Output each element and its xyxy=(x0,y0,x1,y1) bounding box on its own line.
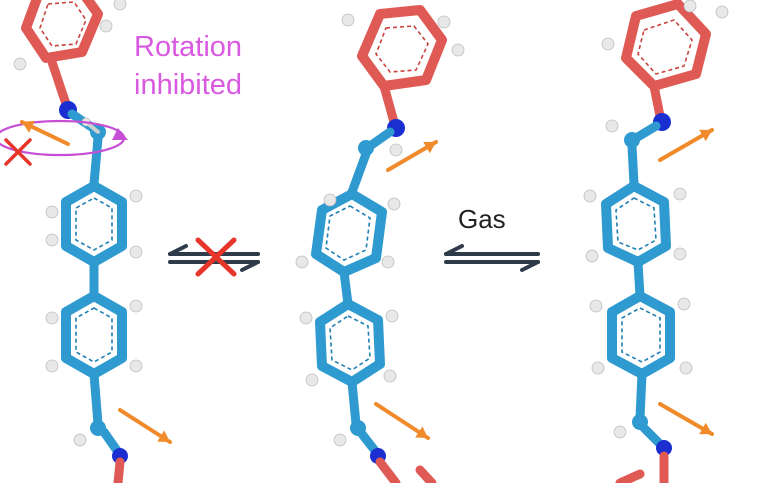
hydrogen-atom xyxy=(13,57,27,71)
hydrogen-atom xyxy=(381,255,395,269)
hydrogen-atom xyxy=(45,359,59,373)
hydrogen-atom xyxy=(45,233,59,247)
hydrogen-atom xyxy=(299,311,313,325)
hydrogen-atom xyxy=(295,255,309,269)
hydrogen-atom xyxy=(99,19,113,33)
hydrogen-atom xyxy=(129,299,143,313)
rotation-label-line2: inhibited xyxy=(134,69,242,101)
biphenyl-ring-upper-right xyxy=(601,181,671,267)
phenyl-ring-top-middle xyxy=(357,5,447,91)
phenyl-ring-top-left xyxy=(21,0,103,63)
molecule-right xyxy=(583,0,729,483)
hydrogen-atom xyxy=(73,433,87,447)
rotation-ring-icon xyxy=(0,119,128,157)
hydrogen-atom xyxy=(583,189,597,203)
phenyl-ring-top-right xyxy=(621,0,711,91)
hydrogen-atom xyxy=(113,0,127,11)
hydrogen-atom xyxy=(385,309,399,323)
hydrogen-atom xyxy=(605,119,619,133)
motion-arrow-head xyxy=(699,422,712,435)
hydrogen-atom xyxy=(333,433,347,447)
hydrogen-atom xyxy=(673,247,687,261)
biphenyl-ring-lower-middle xyxy=(315,299,385,387)
hydrogen-atom xyxy=(45,205,59,219)
rotation-label-line1: Rotation xyxy=(134,31,242,63)
hydrogen-atom xyxy=(383,369,397,383)
hydrogen-atom xyxy=(305,373,319,387)
hydrogen-atoms-middle xyxy=(295,13,465,447)
hydrogen-atom xyxy=(715,5,729,19)
biphenyl-ring-upper-middle xyxy=(311,189,387,277)
hydrogen-atom xyxy=(589,299,603,313)
hydrogen-atom xyxy=(613,425,627,439)
molecule-left xyxy=(13,0,143,483)
hydrogen-atom xyxy=(387,197,401,211)
biphenyl-ring-lower-left xyxy=(61,291,127,379)
hydrogen-atom xyxy=(585,249,599,263)
hydrogen-atom xyxy=(389,143,403,157)
equilibrium-blocked-x-icon xyxy=(195,237,237,277)
hydrogen-atom xyxy=(451,43,465,57)
hydrogen-atoms-right xyxy=(583,0,729,439)
motion-arrow-icon xyxy=(20,120,714,444)
hydrogen-atom xyxy=(673,187,687,201)
hydrogen-atom xyxy=(683,0,697,13)
motion-arrow-head xyxy=(423,141,436,154)
biphenyl-ring-upper-left xyxy=(61,181,127,267)
hydrogen-atom xyxy=(341,13,355,27)
hydrogen-atom xyxy=(677,297,691,311)
hydrogen-atom xyxy=(437,15,451,29)
hydrogen-atom xyxy=(129,359,143,373)
equilibrium-right xyxy=(444,244,540,272)
hydrogen-atom xyxy=(679,361,693,375)
biphenyl-ring-lower-right xyxy=(607,291,675,379)
hydrogen-atom xyxy=(129,245,143,259)
hydrogen-atom xyxy=(601,37,615,51)
motion-arrow-head xyxy=(157,430,170,442)
hydrogen-atom xyxy=(323,193,337,207)
motion-arrow-head xyxy=(22,120,35,133)
hydrogen-atom xyxy=(591,361,605,375)
motion-arrow-head xyxy=(415,426,428,438)
hydrogen-atom xyxy=(45,311,59,325)
motion-arrow-head xyxy=(699,129,712,142)
molecule-middle xyxy=(295,5,465,483)
hydrogen-atoms-left xyxy=(13,0,143,447)
hydrogen-atom xyxy=(129,189,143,203)
blocked-x-icon xyxy=(4,138,32,166)
gas-label: Gas xyxy=(458,204,506,234)
